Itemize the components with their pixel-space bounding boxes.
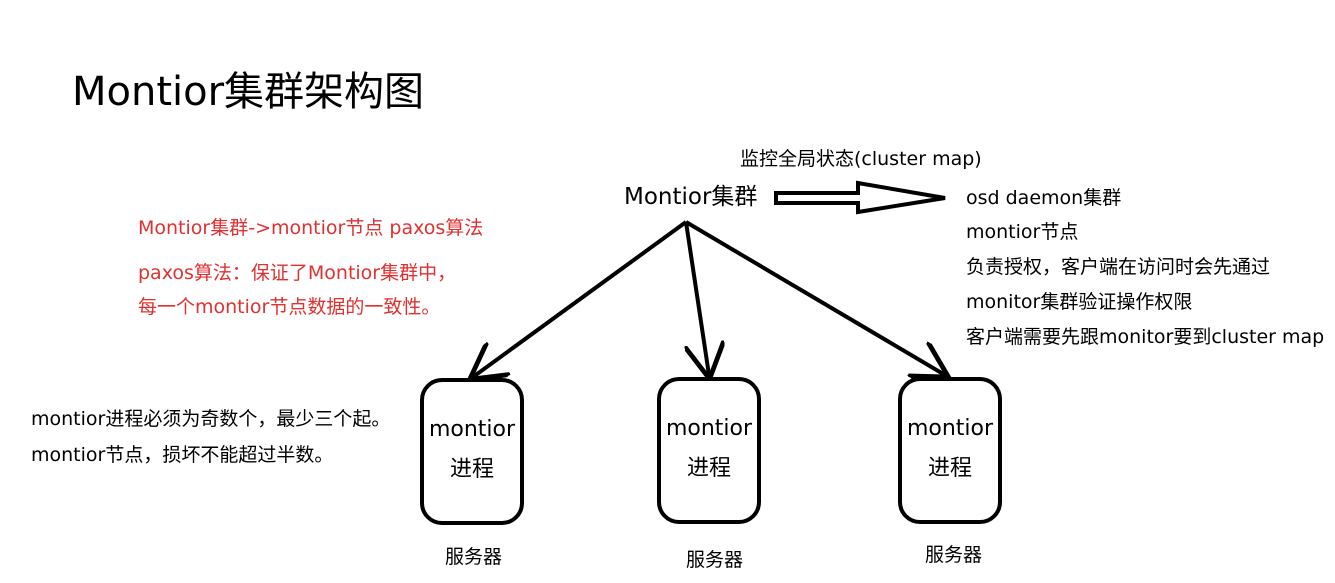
montior-process-node-2: montior 进程 [657, 377, 761, 524]
node-3-label: montior [906, 416, 994, 441]
paxos-note-line-2: paxos算法：保证了Montior集群中， [138, 262, 457, 284]
right-note-node: montior节点 [966, 221, 1079, 243]
process-count-note: montior进程必须为奇数个，最少三个起。 [31, 408, 391, 430]
node-2-label: montior [665, 416, 753, 441]
cluster-label: Montior集群 [624, 184, 758, 210]
paxos-note-line-1: Montior集群->montior节点 paxos算法 [138, 217, 484, 239]
arrow-to-node-2 [684, 221, 709, 375]
server-label-1: 服务器 [445, 546, 503, 568]
node-failure-note: montior节点，损坏不能超过半数。 [31, 444, 334, 466]
paxos-note-line-3: 每一个montior节点数据的一致性。 [138, 296, 441, 318]
block-arrow-right [774, 180, 946, 215]
montior-process-node-3: montior 进程 [898, 377, 1002, 524]
cluster-map-caption: 监控全局状态(cluster map) [740, 148, 982, 170]
montior-process-node-1: montior 进程 [420, 378, 524, 525]
page-title: Montior集群架构图 [72, 69, 425, 115]
arrow-to-node-3 [684, 220, 945, 375]
right-note-osd: osd daemon集群 [966, 187, 1122, 209]
server-label-2: 服务器 [686, 549, 744, 571]
right-note-auth: 负责授权，客户端在访问时会先通过 [966, 256, 1271, 278]
right-note-cluster-map: 客户端需要先跟monitor要到cluster map [966, 326, 1325, 348]
node-1-label: montior [428, 417, 516, 442]
node-2-sublabel: 进程 [686, 456, 731, 481]
node-1-sublabel: 进程 [449, 457, 494, 482]
node-3-sublabel: 进程 [927, 456, 972, 481]
right-note-permission: monitor集群验证操作权限 [966, 291, 1193, 313]
arrow-to-node-1 [473, 220, 688, 377]
server-label-3: 服务器 [925, 544, 983, 566]
